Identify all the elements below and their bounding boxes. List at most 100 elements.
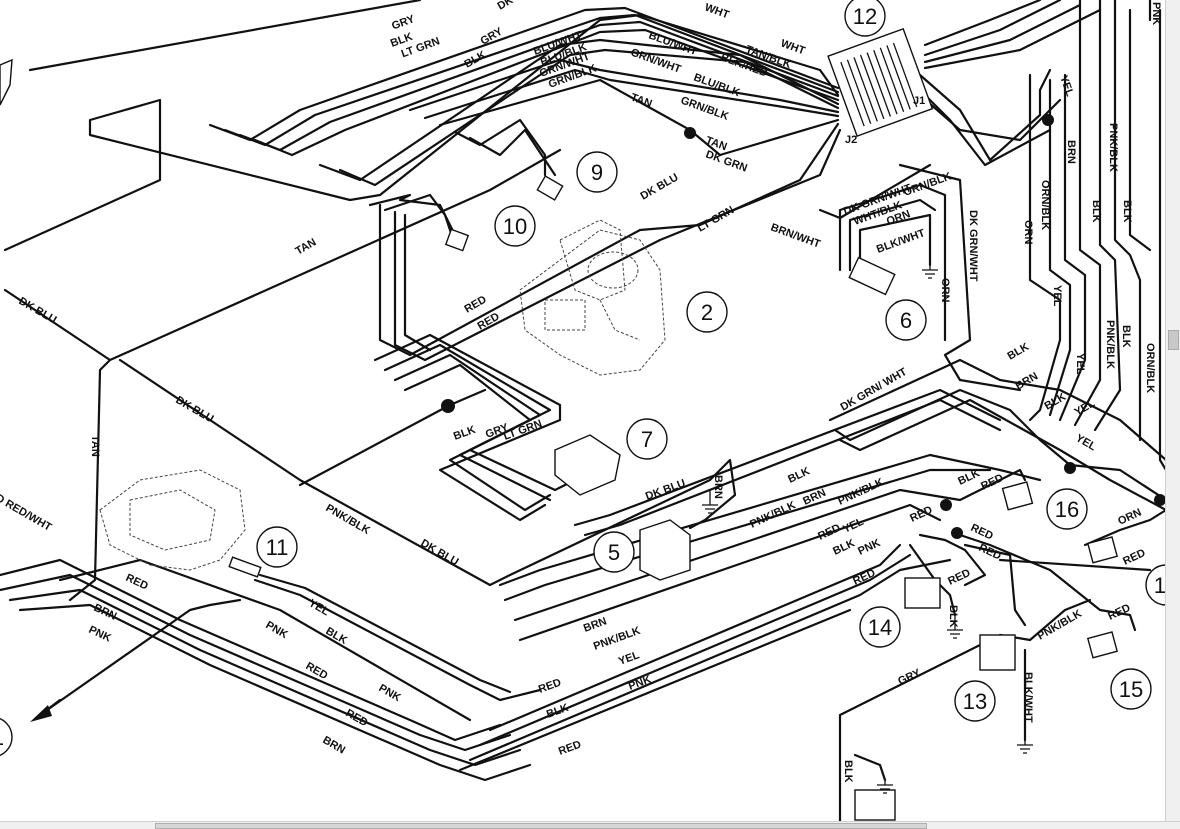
connector-6: [848, 256, 938, 296]
engine-block-outline: [99, 469, 246, 571]
wire-label: DK BLU: [17, 295, 59, 326]
svg-text:1: 1: [0, 725, 4, 750]
wire-label: RED: [124, 572, 150, 593]
wire-label: DK BLU: [496, 0, 538, 13]
wire-label: PNK/BLK: [1104, 320, 1116, 369]
wire-label: YEL: [1074, 432, 1099, 453]
wire-label: DK GRN/WHT: [967, 210, 979, 282]
svg-text:13: 13: [963, 689, 987, 714]
svg-text:17: 17: [1154, 573, 1166, 598]
wire-label: BLK/WHT: [1022, 672, 1034, 723]
wire-label: ORN/BLK: [1144, 343, 1156, 393]
wire-label: YEL: [1074, 353, 1086, 375]
wire-label: RED: [476, 311, 502, 333]
wire-label: YEL: [1073, 397, 1098, 418]
wire-label: BLK: [1121, 200, 1133, 223]
wire-label: GRY: [896, 667, 923, 688]
svg-text:9: 9: [591, 160, 603, 185]
wire-label: BLK: [831, 537, 857, 557]
component-bottom: [854, 780, 896, 821]
bracket-top-left: [0, 58, 13, 106]
wire-label: BLK: [1006, 341, 1032, 363]
horizontal-scroll-thumb[interactable]: [155, 823, 927, 829]
wire-harness: [0, 0, 1166, 822]
wire-label: DK BLU: [174, 394, 216, 425]
wire-label: RED: [463, 294, 489, 316]
throttle-body: [519, 219, 666, 376]
arrow-lower-left: [30, 705, 52, 722]
callout-17: 17: [1145, 564, 1166, 606]
callout-14: 14: [859, 606, 901, 648]
vertical-scrollbar[interactable]: [1165, 0, 1180, 822]
wire-label: GRY: [390, 13, 417, 33]
callouts: 12 9 10 2 6 7 5 11 16 14 13 15 17 1: [0, 0, 1166, 757]
pin-label-j2: J2: [845, 134, 857, 146]
wire-label: LT GRN: [502, 418, 544, 443]
wire-label: BLK: [947, 605, 959, 628]
wire-label: WHT: [703, 2, 731, 22]
wire-label: BRN: [1014, 370, 1041, 392]
wiring-diagram: J1 J2: [0, 0, 1166, 822]
wire-label: DK BLU: [644, 477, 687, 503]
callout-12: 12: [844, 0, 886, 37]
vertical-scroll-thumb[interactable]: [1168, 330, 1179, 350]
callout-13: 13: [954, 680, 996, 722]
wire-label: RED: [1121, 547, 1147, 568]
module-5: [639, 490, 718, 581]
wire-label: BRN: [712, 475, 724, 499]
callout-7: 7: [626, 418, 668, 460]
module-7: [554, 434, 621, 496]
wire-label: GRY: [479, 25, 506, 47]
callout-6: 6: [885, 299, 927, 341]
wire-label: TAN: [294, 236, 319, 257]
sensor-10: [444, 228, 470, 252]
wire-label: PNK: [264, 619, 290, 641]
relay-15: [1086, 631, 1119, 659]
wire-label: BRN/WHT: [769, 222, 822, 251]
wire-label: YEL: [1051, 285, 1063, 307]
wire-label: ORN/BLK: [1039, 180, 1051, 230]
callout-16: 16: [1046, 488, 1088, 530]
sensor-9: [536, 175, 564, 201]
wire-label: DK BLU: [419, 537, 461, 568]
wire-label: PNK: [87, 624, 113, 645]
wire-label: YEL: [841, 516, 866, 536]
wire-label: WHT: [779, 38, 807, 58]
svg-text:6: 6: [900, 308, 912, 333]
svg-text:12: 12: [853, 4, 877, 29]
callout-10: 10: [494, 205, 536, 247]
wire-label: BLK: [1120, 325, 1132, 348]
wire-label: BLK: [786, 465, 812, 485]
wire-label: PNK/BLK: [1036, 608, 1084, 643]
callout-9: 9: [576, 151, 618, 193]
wire-label: BRN: [1065, 140, 1077, 164]
sensor-11: [228, 556, 262, 578]
svg-text:5: 5: [608, 540, 620, 565]
horizontal-scrollbar[interactable]: [0, 821, 1180, 829]
wire-label: TAN: [629, 92, 654, 111]
svg-text:15: 15: [1119, 677, 1143, 702]
relay-16: [1001, 481, 1034, 511]
svg-text:7: 7: [641, 427, 653, 452]
wire-label: GRN/BLK: [679, 95, 730, 123]
wire-label: RED: [537, 677, 563, 696]
wire-label: D RED/WHT: [0, 492, 54, 534]
wire-label: BLK/WHT: [875, 227, 927, 256]
wire-label: ORN: [1022, 220, 1034, 245]
switch-14: [904, 577, 963, 639]
ecm-module: J1 J2: [827, 27, 934, 146]
wire-label: BLK: [842, 760, 854, 783]
wire-label: RED: [1106, 602, 1132, 623]
wire-label: DK BLU: [639, 171, 681, 202]
svg-text:2: 2: [701, 300, 713, 325]
svg-text:10: 10: [503, 214, 527, 239]
wire-label: YEL: [617, 649, 641, 668]
wire-label: GRN/WHT: [629, 47, 683, 76]
pin-label-j1: J1: [913, 95, 925, 107]
callout-15: 15: [1110, 668, 1152, 710]
callout-5: 5: [593, 531, 635, 573]
wire-label: BLK: [452, 424, 477, 443]
wire-label: RED: [979, 472, 1005, 493]
wire-label: PNK: [1150, 2, 1162, 25]
wire-label: BLU/BLK: [692, 72, 742, 100]
